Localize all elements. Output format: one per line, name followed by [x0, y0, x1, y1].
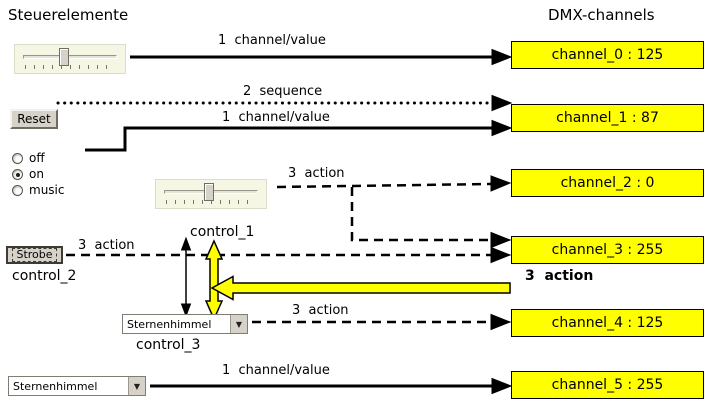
channel-0-display: channel_0 : 125: [511, 41, 704, 69]
arrow-label-action-control1: 3 action: [288, 166, 345, 181]
slider-groove: [23, 55, 117, 59]
arrow-line-control1-channel3-dashed: [350, 187, 491, 242]
reset-button[interactable]: Reset: [10, 109, 58, 129]
arrowhead-channel5: [491, 377, 513, 395]
radio-circle: [12, 152, 23, 164]
arrowhead-channel4: [490, 313, 512, 331]
arrow-label-channel-value-0: 1 channel/value: [218, 33, 326, 48]
control-3-caption: control_3: [136, 337, 201, 353]
arrowhead-channel2: [490, 175, 512, 192]
arrowhead-channel1-bottom: [491, 119, 513, 137]
channel-3-display: channel_3 : 255: [511, 236, 704, 264]
arrow-label-channel-value-5: 1 channel/value: [222, 363, 330, 378]
slider-ticks: [25, 65, 115, 69]
mode-radio-group: off on music: [12, 150, 64, 198]
slider-control-1[interactable]: [155, 179, 267, 209]
channel-4-display: channel_4 : 125: [511, 309, 704, 337]
arrow-label-channel-value-1: 1 channel/value: [222, 110, 330, 125]
control-1-caption: control_1: [190, 224, 255, 240]
highlight-vertical-double-arrow: [204, 239, 224, 321]
arrowhead-channel3-top: [490, 231, 512, 249]
arrowhead-channel0: [491, 48, 513, 66]
slider-handle[interactable]: [204, 183, 214, 201]
arrow-label-action-control2: 3 action: [78, 238, 135, 253]
chevron-down-icon: ▼: [133, 381, 141, 391]
channel-1-display: channel_1 : 87: [511, 104, 704, 132]
arrow-line-radios-channel1: [85, 126, 493, 152]
slider-control-0[interactable]: [14, 44, 126, 74]
bottom-dropdown[interactable]: Sternenhimmel ▼: [8, 376, 146, 396]
arrow-line-control1-channel2-dashed: [276, 182, 492, 189]
arrow-label-action-highlight: 3 action: [525, 268, 594, 284]
radio-option-off[interactable]: off: [12, 150, 64, 166]
control-2-caption: control_2: [12, 268, 77, 284]
left-column-title: Steuerelemente: [8, 6, 129, 24]
radio-option-label: on: [29, 167, 44, 181]
slider-handle[interactable]: [59, 48, 69, 66]
dropdown-arrow-button[interactable]: ▼: [128, 377, 145, 395]
arrow-label-sequence: 2 sequence: [243, 84, 323, 99]
strobe-button-label: Strobe: [12, 248, 57, 262]
dropdown-value: Sternenhimmel: [127, 317, 212, 331]
dropdown-value: Sternenhimmel: [13, 379, 98, 393]
radio-option-on[interactable]: on: [12, 166, 64, 182]
chevron-down-icon: ▼: [235, 319, 243, 329]
dropdown-arrow-button[interactable]: ▼: [230, 315, 247, 333]
arrowhead-channel1-top: [491, 94, 513, 112]
radio-option-music[interactable]: music: [12, 182, 64, 198]
reset-button-label: Reset: [17, 112, 51, 126]
radio-option-label: off: [29, 151, 45, 165]
highlight-action-arrow: [210, 275, 511, 301]
slider-ticks: [166, 200, 256, 204]
radio-circle: [12, 184, 23, 196]
right-column-title: DMX-channels: [548, 6, 655, 24]
radio-circle: [12, 168, 23, 180]
channel-5-display: channel_5 : 255: [511, 371, 704, 399]
control-3-dropdown[interactable]: Sternenhimmel ▼: [122, 314, 248, 334]
arrowhead-channel3-bottom: [490, 246, 512, 264]
radio-option-label: music: [29, 183, 65, 197]
strobe-button[interactable]: Strobe: [6, 246, 63, 264]
arrow-label-action-control3: 3 action: [292, 303, 349, 318]
channel-2-display: channel_2 : 0: [511, 169, 704, 197]
